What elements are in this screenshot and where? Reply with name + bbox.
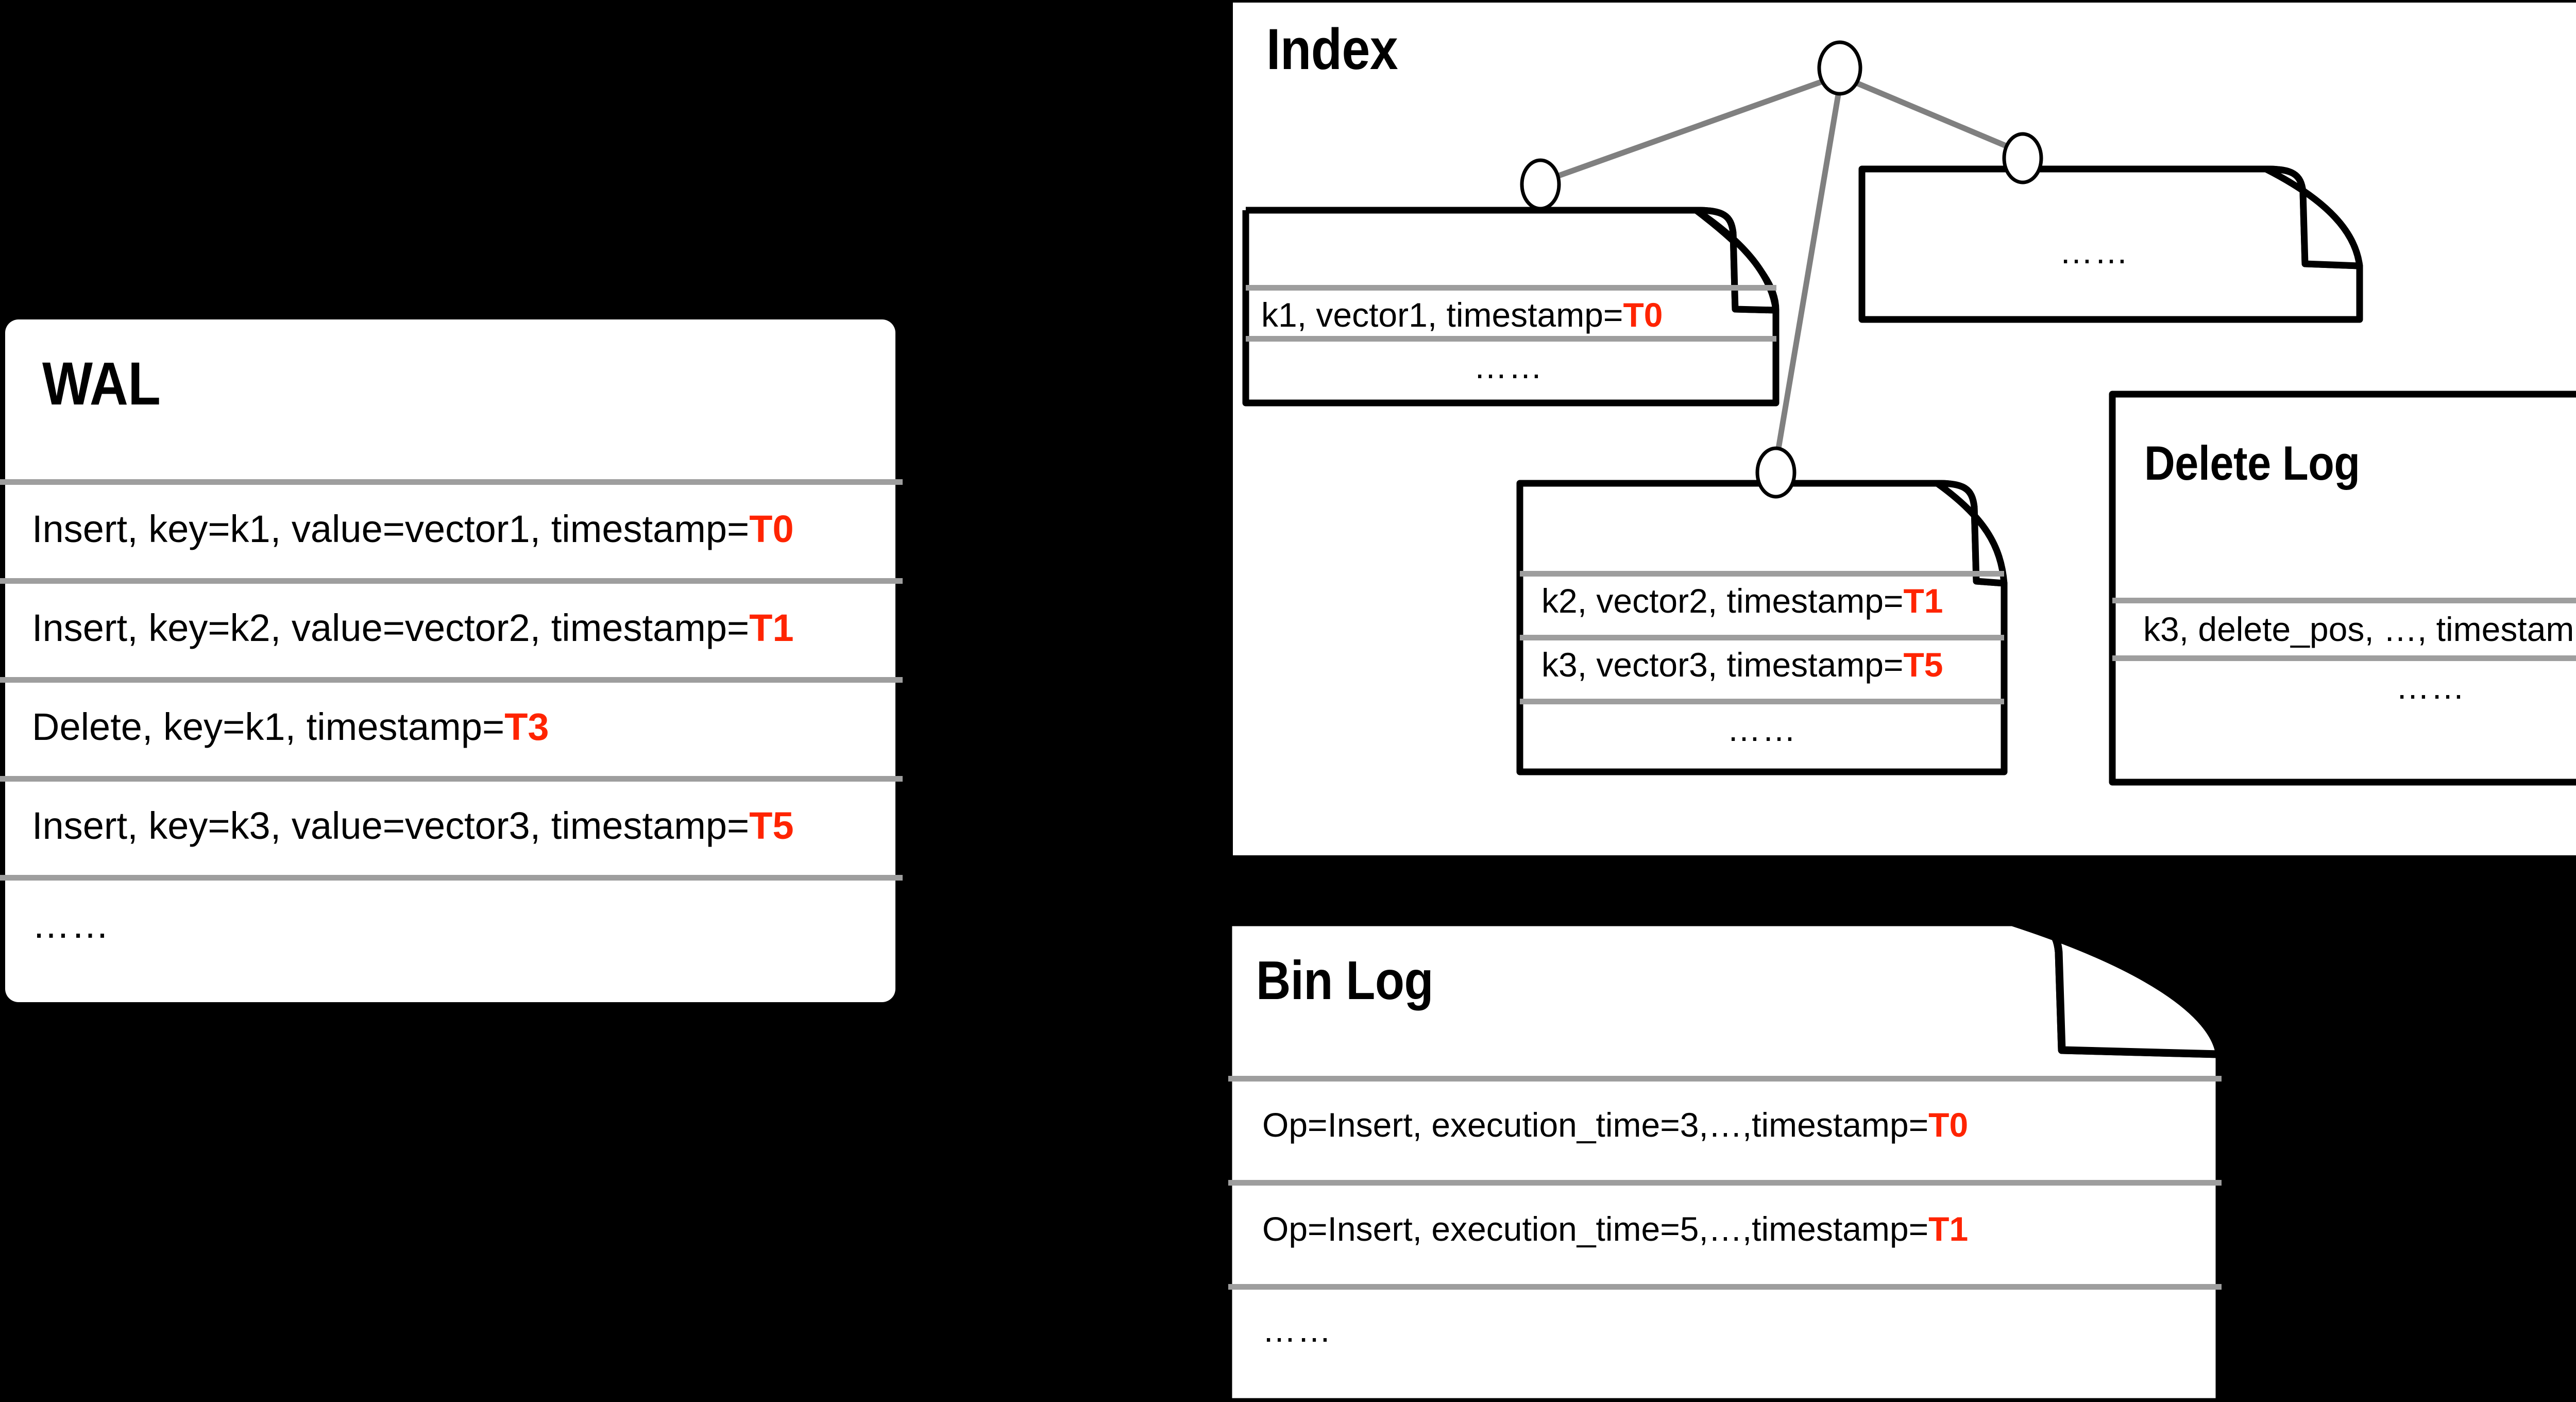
bin-log-row: Op=Insert, execution_time=3,…,timestamp=…	[1262, 1108, 1968, 1142]
bin-log-row-timestamp: T1	[1928, 1210, 1969, 1248]
leaf-k1-separator	[1246, 336, 1776, 342]
wal-separator	[0, 677, 903, 683]
wal-separator	[0, 776, 903, 782]
wal-panel	[5, 319, 895, 1002]
index-panel	[1233, 3, 2576, 855]
wal-row: Insert, key=k1, value=vector1, timestamp…	[32, 510, 794, 548]
wal-separator	[0, 479, 903, 485]
leaf-k1-separator	[1246, 285, 1776, 291]
leaf-k2k3-row-text: k2, vector2, timestamp=	[1541, 582, 1904, 620]
bin-log-fold	[2008, 918, 2224, 1058]
wal-row: Insert, key=k3, value=vector3, timestamp…	[32, 807, 794, 845]
delete-log-row-text: k3, delete_pos, …, timestamp=	[2143, 610, 2576, 648]
wal-row-text: Insert, key=k2, value=vector2, timestamp…	[32, 606, 750, 649]
delete-log-row: k3, delete_pos, …, timestamp=T3	[2143, 612, 2576, 646]
leaf-k2k3-row: k3, vector3, timestamp=T5	[1541, 648, 1943, 682]
leaf-k2k3-row-timestamp: T5	[1903, 646, 1943, 684]
wal-separator	[0, 875, 903, 881]
leaf-right-ellipsis: ……	[2059, 232, 2129, 271]
leaf-k2k3-separator	[1520, 635, 2004, 640]
leaf-k2k3-row-timestamp: T1	[1903, 582, 1943, 620]
leaf-k1-row-text: k1, vector1, timestamp=	[1261, 296, 1623, 334]
wal-ellipsis: ……	[32, 903, 110, 946]
leaf-k2k3-ellipsis: ……	[1727, 710, 1797, 748]
delete-log-title: Delete Log	[2144, 436, 2360, 490]
wal-row-timestamp: T5	[749, 804, 794, 847]
wal-row-text: Insert, key=k1, value=vector1, timestamp…	[32, 508, 750, 550]
delete-log-ellipsis: ……	[2396, 668, 2466, 706]
wal-row-text: Delete, key=k1, timestamp=	[32, 705, 505, 748]
wal-title: WAL	[42, 350, 161, 418]
leaf-k2k3-separator	[1520, 571, 2004, 577]
bin-log-row-text: Op=Insert, execution_time=5,…,timestamp=	[1262, 1210, 1929, 1248]
wal-separator	[0, 578, 903, 584]
bin-log-ellipsis: ……	[1262, 1311, 1332, 1349]
bin-log-separator	[1228, 1284, 2222, 1290]
leaf-k1-ellipsis: ……	[1473, 347, 1544, 385]
wal-row-timestamp: T0	[749, 508, 794, 550]
wal-row-text: Insert, key=k3, value=vector3, timestamp…	[32, 804, 750, 847]
index-title: Index	[1266, 17, 1398, 81]
delete-log-separator	[2112, 598, 2576, 603]
leaf-k2k3-row: k2, vector2, timestamp=T1	[1541, 584, 1943, 618]
leaf-k1-row-timestamp: T0	[1623, 296, 1663, 334]
wal-row-timestamp: T3	[504, 705, 549, 748]
leaf-k1-row: k1, vector1, timestamp=T0	[1261, 298, 1663, 332]
bin-log-row-text: Op=Insert, execution_time=3,…,timestamp=	[1262, 1106, 1929, 1144]
wal-row: Delete, key=k1, timestamp=T3	[32, 708, 549, 746]
wal-row: Insert, key=k2, value=vector2, timestamp…	[32, 609, 794, 647]
delete-log-separator	[2112, 655, 2576, 661]
leaf-k2k3-row-text: k3, vector3, timestamp=	[1541, 646, 1904, 684]
leaf-k2k3-separator	[1520, 699, 2004, 704]
bin-log-row: Op=Insert, execution_time=5,…,timestamp=…	[1262, 1212, 1968, 1246]
bin-log-title: Bin Log	[1256, 950, 1434, 1011]
bin-log-separator	[1228, 1076, 2222, 1082]
bin-log-separator	[1228, 1180, 2222, 1186]
wal-row-timestamp: T1	[749, 606, 794, 649]
bin-log-row-timestamp: T0	[1928, 1106, 1969, 1144]
